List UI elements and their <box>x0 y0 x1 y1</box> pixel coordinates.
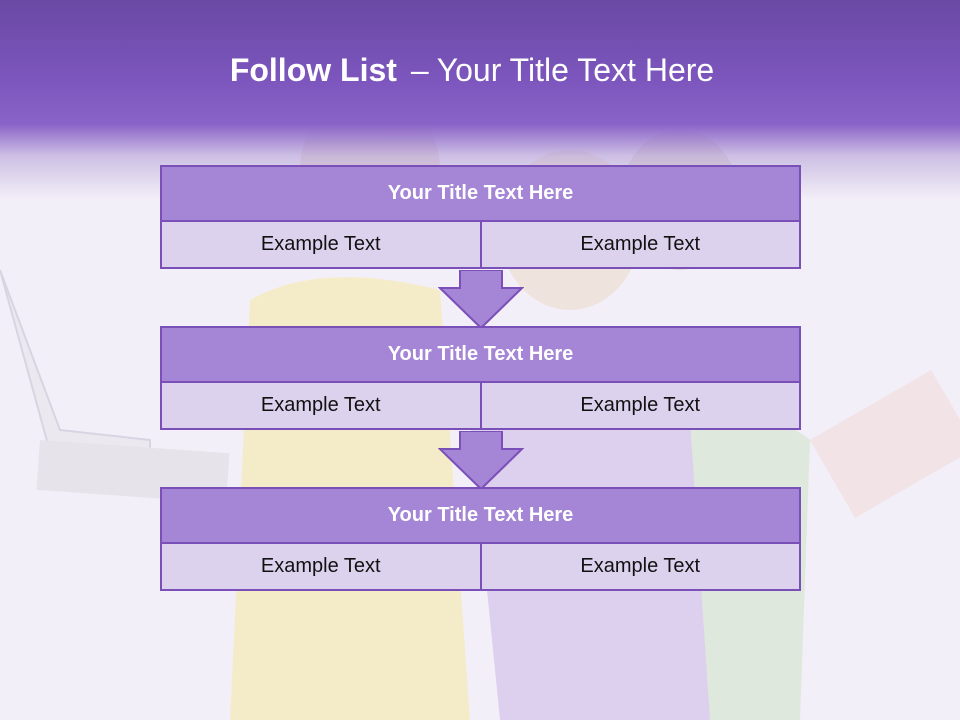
title-separator: – <box>410 52 429 88</box>
block-title: Your Title Text Here <box>160 487 801 544</box>
list-block-1: Your Title Text Here Example Text Exampl… <box>160 165 801 269</box>
title-rest: Your Title Text Here <box>436 52 715 88</box>
block-row: Example Text Example Text <box>160 220 801 269</box>
block-title: Your Title Text Here <box>160 165 801 222</box>
title-bold-part: Follow List <box>229 52 397 88</box>
block-row: Example Text Example Text <box>160 542 801 591</box>
down-arrow-icon <box>438 431 524 491</box>
block-row: Example Text Example Text <box>160 381 801 430</box>
down-arrow-icon <box>438 270 524 330</box>
block-title: Your Title Text Here <box>160 326 801 383</box>
list-block-3: Your Title Text Here Example Text Exampl… <box>160 487 801 591</box>
cell-right: Example Text <box>479 542 801 591</box>
cell-left: Example Text <box>160 542 482 591</box>
cell-right: Example Text <box>479 381 801 430</box>
cell-right: Example Text <box>479 220 801 269</box>
list-block-2: Your Title Text Here Example Text Exampl… <box>160 326 801 430</box>
cell-left: Example Text <box>160 381 482 430</box>
slide-title: Follow List–Your Title Text Here <box>0 52 944 89</box>
cell-left: Example Text <box>160 220 482 269</box>
